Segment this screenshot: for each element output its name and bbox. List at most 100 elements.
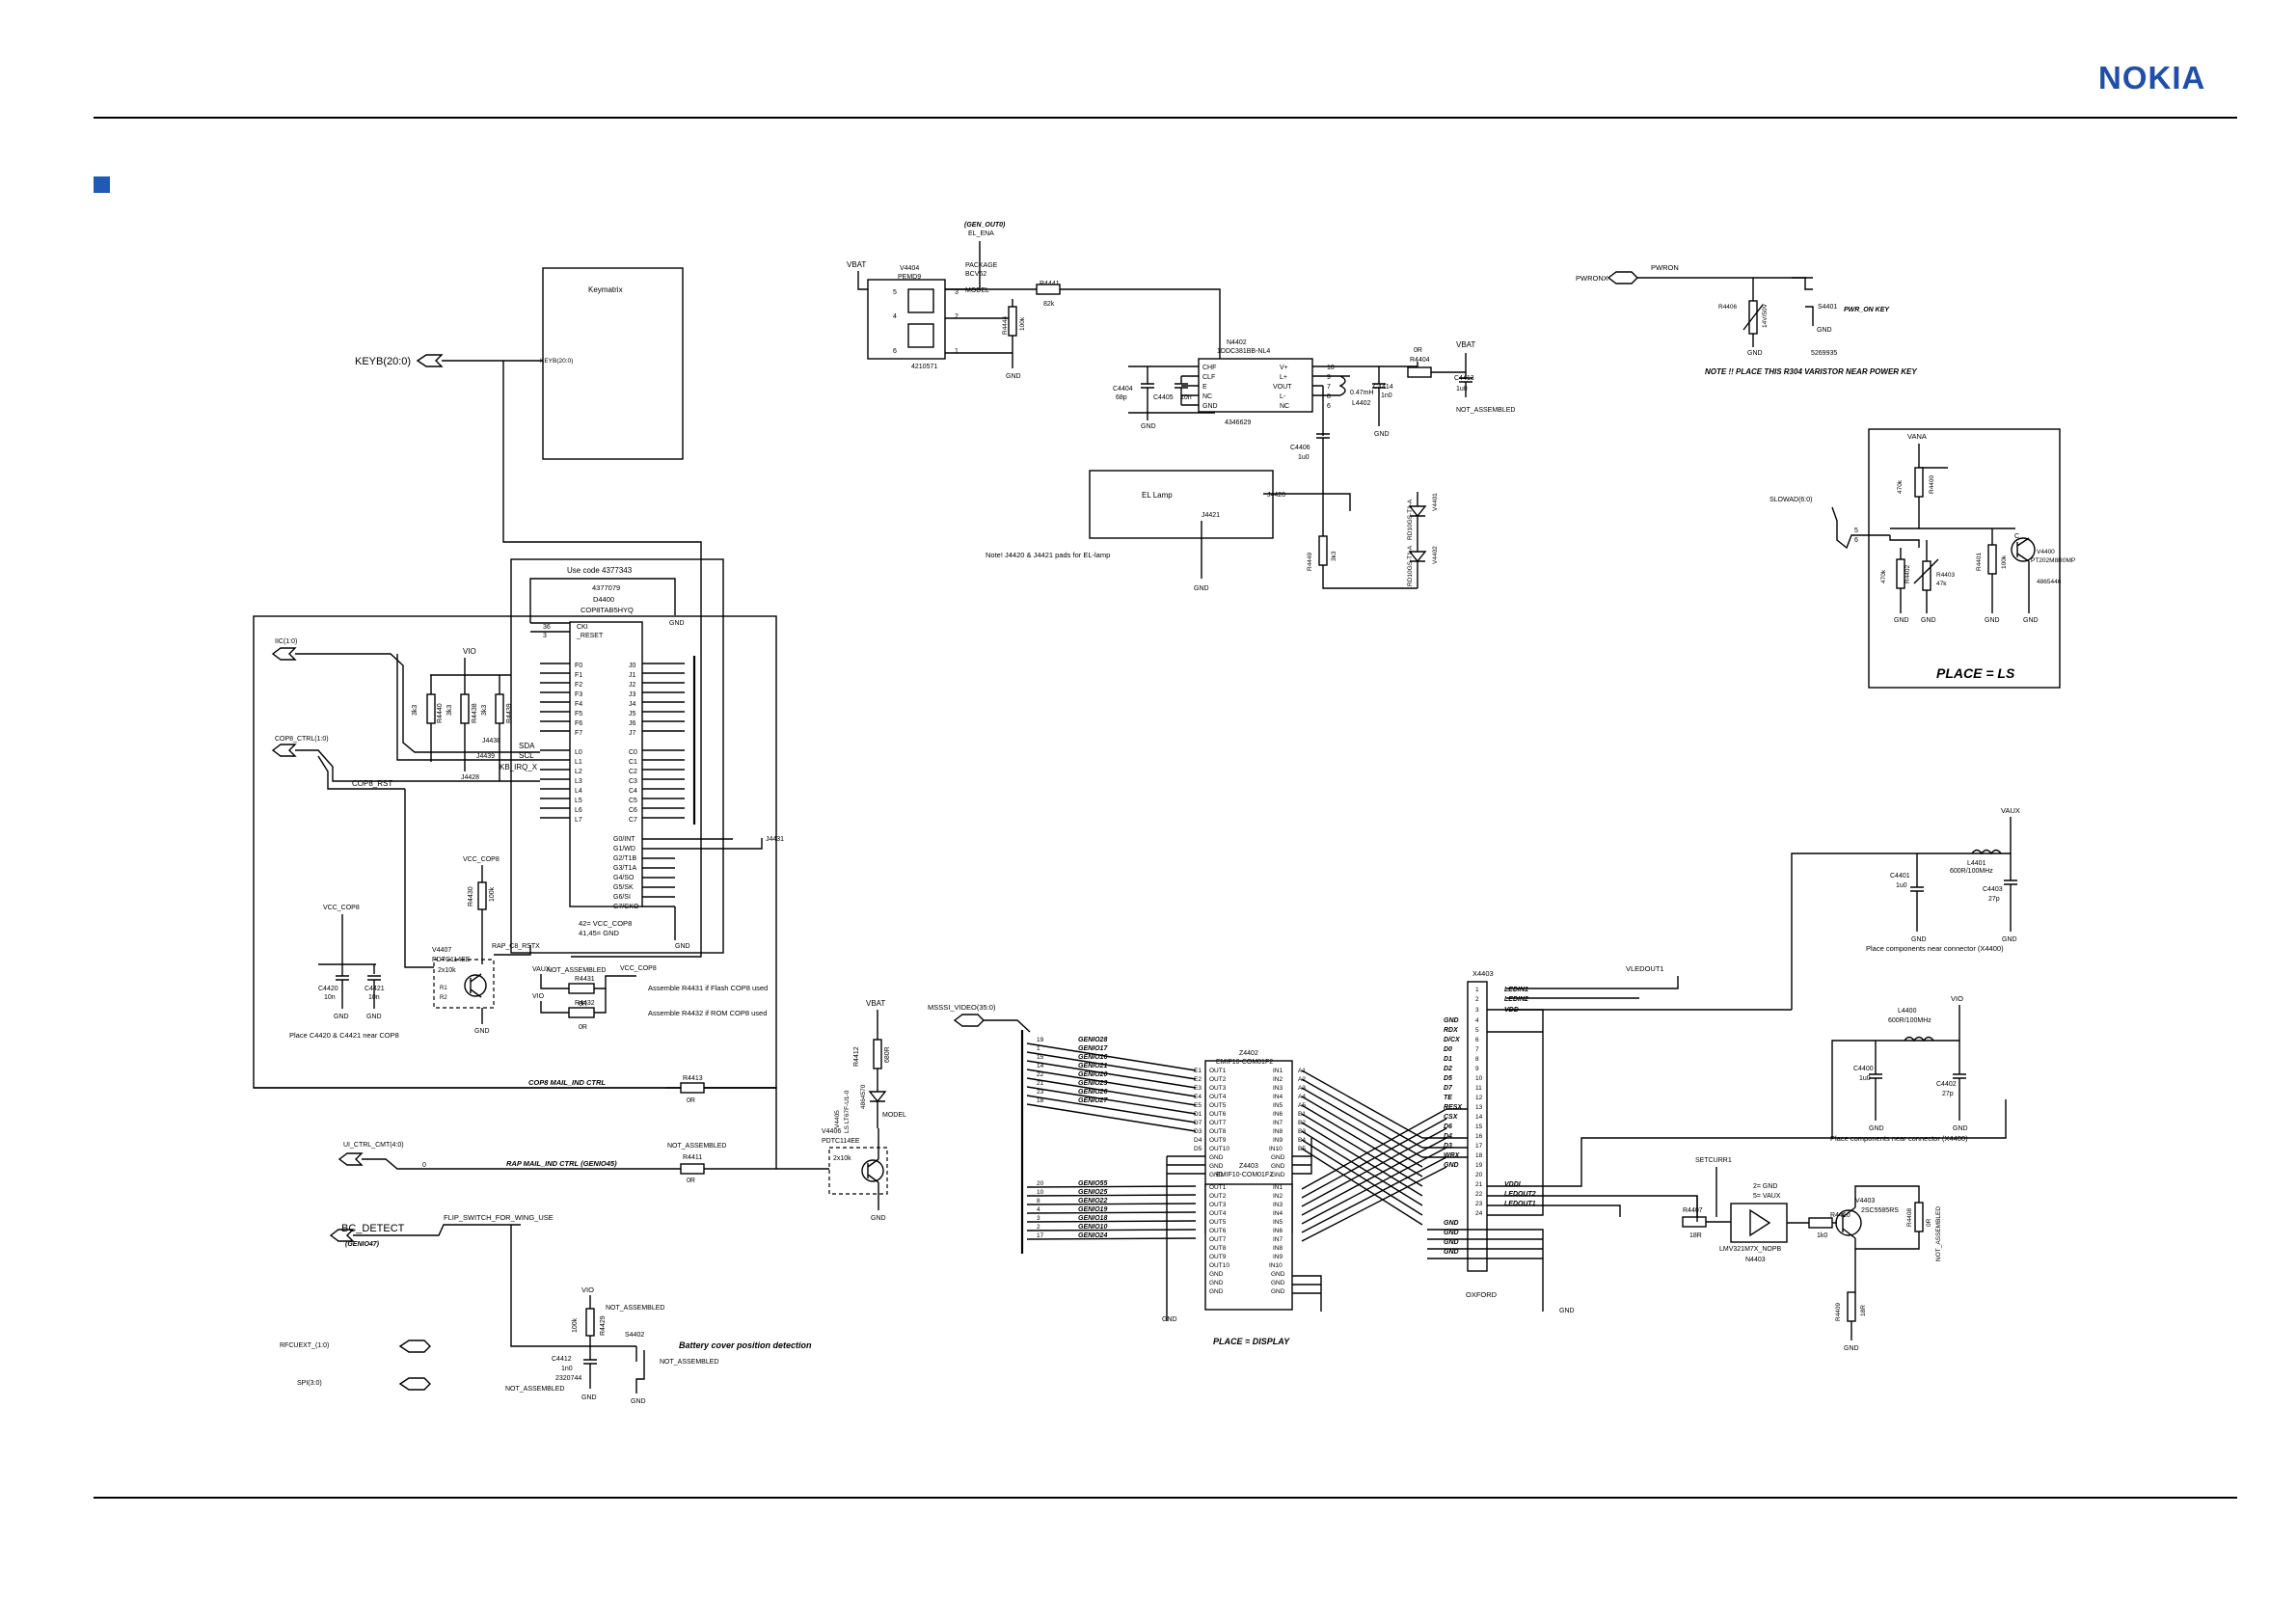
svg-text:10n: 10n	[368, 994, 380, 1001]
svg-text:PT202M8R0MP: PT202M8R0MP	[2031, 557, 2075, 564]
svg-text:IN8: IN8	[1273, 1128, 1283, 1135]
svg-text:GND: GND	[871, 1215, 886, 1222]
svg-text:GND: GND	[1444, 1239, 1459, 1246]
svg-text:C0: C0	[629, 749, 637, 756]
svg-text:GND: GND	[581, 1394, 597, 1401]
svg-text:LEDOUT1: LEDOUT1	[1504, 1201, 1536, 1207]
svg-text:3: 3	[955, 289, 959, 296]
svg-text:IN6: IN6	[1273, 1228, 1283, 1234]
svg-text:R4407: R4407	[1683, 1207, 1703, 1214]
header-rule	[94, 117, 2237, 119]
svg-text:L3: L3	[575, 778, 582, 785]
svg-text:OUT3: OUT3	[1209, 1085, 1227, 1092]
svg-text:8: 8	[1475, 1056, 1479, 1063]
svg-text:_RESET: _RESET	[576, 633, 604, 639]
svg-text:D7: D7	[1194, 1120, 1202, 1126]
svg-text:C3: C3	[629, 778, 637, 785]
svg-text:G5/SK: G5/SK	[613, 884, 634, 891]
svg-text:V4405: V4405	[834, 1110, 841, 1128]
svg-text:R4440: R4440	[437, 703, 444, 723]
svg-text:0R: 0R	[1926, 1218, 1932, 1227]
d4400-mcu: Use code 4377343 4377079 D4400 COP8TAB5H…	[529, 566, 784, 950]
svg-text:R4402: R4402	[1904, 564, 1911, 583]
svg-text:24: 24	[1475, 1210, 1483, 1217]
svg-text:CSX: CSX	[1444, 1114, 1459, 1121]
keyb-pin-label: KEYB(20:0)	[540, 358, 573, 365]
svg-text:14: 14	[1037, 1063, 1044, 1069]
svg-text:47k: 47k	[1936, 581, 1947, 587]
svg-text:J4420: J4420	[1267, 492, 1285, 499]
svg-text:GENIO20: GENIO20	[1078, 1071, 1107, 1078]
svg-text:C4401: C4401	[1890, 873, 1910, 880]
svg-text:E5: E5	[1194, 1102, 1202, 1109]
svg-text:2: 2	[1475, 996, 1479, 1003]
svg-text:OUT7: OUT7	[1209, 1120, 1227, 1126]
svg-text:Note! J4420 & J4421 pads for E: Note! J4420 & J4421 pads for EL-lamp	[986, 551, 1110, 559]
svg-text:1u0: 1u0	[1456, 386, 1468, 392]
svg-text:LMV321M7X_NOPB: LMV321M7X_NOPB	[1719, 1246, 1782, 1253]
svg-text:D4: D4	[1444, 1133, 1452, 1140]
svg-text:FLIP_SWITCH_FOR_WING_USE: FLIP_SWITCH_FOR_WING_USE	[444, 1213, 554, 1222]
svg-text:NC: NC	[1280, 403, 1289, 410]
svg-text:GENIO21: GENIO21	[1078, 1063, 1107, 1069]
svg-text:GND: GND	[1209, 1154, 1224, 1161]
svg-text:CLF: CLF	[1202, 374, 1215, 381]
svg-text:GND: GND	[474, 1028, 490, 1035]
svg-text:GND: GND	[675, 943, 690, 950]
pullup-resistors: VIO 3k3 R4440 3k3 R4438 3k3 R4439	[412, 647, 513, 781]
svg-text:C1: C1	[629, 759, 637, 766]
svg-text:GND: GND	[631, 1398, 646, 1405]
svg-text:1: 1	[1475, 987, 1479, 993]
svg-text:C4403: C4403	[1983, 886, 2003, 893]
svg-text:LS LT67F-U1-0: LS LT67F-U1-0	[844, 1090, 851, 1133]
svg-text:GND: GND	[1444, 1162, 1459, 1169]
svg-text:1n0: 1n0	[1381, 392, 1392, 399]
svg-text:C4414: C4414	[1373, 384, 1393, 391]
svg-text:GND: GND	[1911, 936, 1927, 943]
svg-text:VIO: VIO	[463, 647, 476, 656]
svg-text:1u0: 1u0	[1859, 1075, 1871, 1082]
svg-text:R4431: R4431	[575, 976, 595, 983]
svg-text:27p: 27p	[1988, 896, 2000, 903]
svg-text:6: 6	[893, 348, 897, 355]
z4403-box	[1204, 1183, 1293, 1311]
svg-text:17: 17	[1037, 1232, 1044, 1239]
svg-text:EMIF10-COM01F2: EMIF10-COM01F2	[1216, 1172, 1273, 1178]
svg-text:82k: 82k	[1043, 301, 1055, 308]
svg-text:OUT6: OUT6	[1209, 1111, 1227, 1118]
svg-text:GND: GND	[1271, 1172, 1285, 1178]
svg-text:J4431: J4431	[766, 836, 784, 843]
svg-text:GND: GND	[1271, 1271, 1285, 1278]
svg-text:C4406: C4406	[1290, 445, 1310, 451]
svg-text:R2: R2	[440, 995, 447, 1001]
svg-text:RD10GS-T1-A: RD10GS-T1-A	[1407, 545, 1414, 586]
svg-text:R4408: R4408	[1906, 1207, 1913, 1227]
svg-text:SDA: SDA	[519, 742, 535, 750]
svg-text:G0/INT: G0/INT	[613, 836, 635, 843]
svg-text:GND: GND	[1271, 1280, 1285, 1286]
svg-text:IN6: IN6	[1273, 1111, 1283, 1118]
svg-text:PEMD9: PEMD9	[898, 274, 921, 281]
svg-text:PLACE = LS: PLACE = LS	[1936, 665, 2015, 681]
iic-cop8-lines: IIC(1:0) COP8_CTRL(1:0) COP8_RST SDA SCL…	[271, 638, 540, 968]
svg-text:19: 19	[1037, 1037, 1044, 1043]
svg-text:TE: TE	[1444, 1095, 1452, 1101]
svg-text:3k3: 3k3	[412, 705, 419, 716]
svg-text:19: 19	[1475, 1162, 1483, 1169]
svg-text:NOT_ASSEMBLED: NOT_ASSEMBLED	[505, 1386, 564, 1393]
led-current-driver: SETCURR1 R4407 18R 2= GND 5= VAUX LMV321…	[1682, 1157, 1942, 1352]
v4407-reset: VCC_COP8 R4430 100k V4407 PDTC114EE RAP_…	[432, 856, 540, 1035]
svg-text:PLACE = DISPLAY: PLACE = DISPLAY	[1213, 1337, 1290, 1346]
svg-text:L2: L2	[575, 769, 582, 775]
svg-text:2= GND: 2= GND	[1753, 1183, 1777, 1190]
svg-text:15: 15	[1475, 1123, 1483, 1130]
svg-text:5: 5	[1475, 1027, 1479, 1034]
svg-text:600R/100MHz: 600R/100MHz	[1950, 868, 1993, 875]
svg-text:G4/SO: G4/SO	[613, 875, 635, 881]
svg-text:IN9: IN9	[1273, 1137, 1283, 1144]
svg-text:D/CX: D/CX	[1444, 1037, 1461, 1043]
svg-text:R4411: R4411	[683, 1154, 702, 1161]
svg-text:C4: C4	[629, 788, 637, 795]
svg-text:0.47mH: 0.47mH	[1350, 390, 1374, 396]
